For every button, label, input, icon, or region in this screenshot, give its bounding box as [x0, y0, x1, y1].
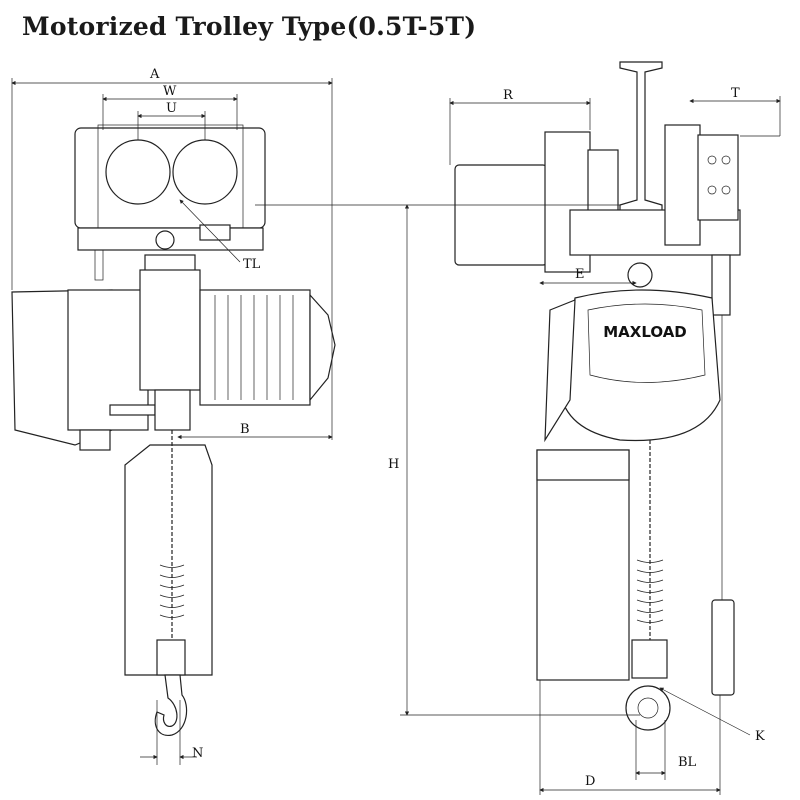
trolley-wheel-right	[172, 139, 238, 205]
dim-label-u: U	[166, 101, 177, 116]
trolley-motor	[454, 164, 548, 266]
dim-label-a: A	[149, 67, 160, 82]
hook-front	[154, 674, 188, 737]
brand-logo: MAXLOAD	[603, 323, 687, 341]
chain-bag-side	[536, 449, 630, 681]
dim-label-t: T	[731, 86, 740, 101]
trolley-wheel-left	[105, 139, 171, 205]
i-beam	[619, 61, 663, 213]
dim-label-d: D	[585, 774, 595, 789]
dim-label-e: E	[575, 267, 585, 282]
hook-side	[625, 685, 671, 731]
motor	[199, 289, 311, 406]
dim-label-tl: TL	[243, 257, 261, 272]
dim-label-n: N	[192, 746, 203, 761]
dim-label-b: B	[240, 422, 250, 437]
hoist-body	[559, 289, 721, 442]
dim-label-r: R	[503, 88, 514, 103]
hoist-housing	[139, 269, 201, 391]
pendant-control	[711, 599, 735, 696]
side-view: MAXLOAD R T E H K BL D	[255, 61, 781, 795]
front-view: A W U TL B N	[11, 67, 336, 765]
dim-label-bl: BL	[678, 755, 697, 770]
chain-bag	[124, 444, 213, 676]
dim-label-h: H	[388, 457, 399, 472]
dim-label-w: W	[163, 84, 177, 99]
diagram-title: Motorized Trolley Type(0.5T-5T)	[22, 12, 477, 41]
control-box	[697, 134, 739, 221]
dim-label-k: K	[755, 729, 765, 744]
